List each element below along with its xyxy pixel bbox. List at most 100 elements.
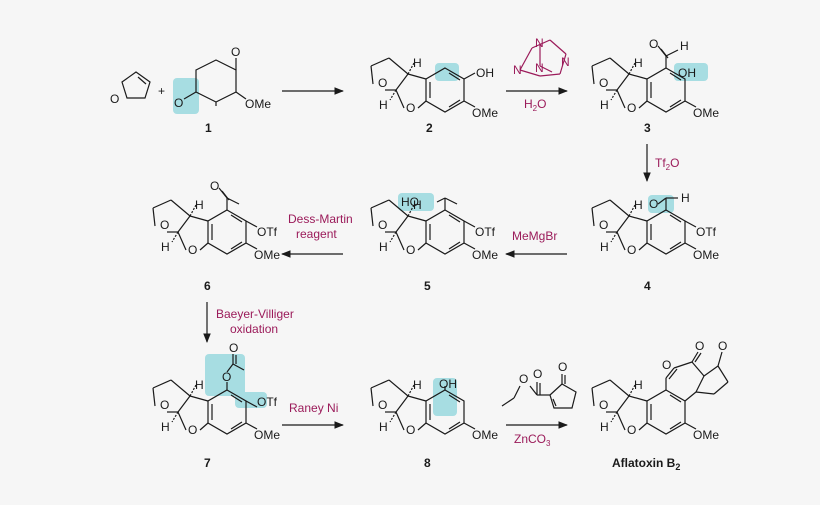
atom-h: H [600,420,609,434]
atom-o: O [378,398,387,412]
atom-oh: OH [439,377,457,391]
atom-o: O [378,76,387,90]
atom-oh: OH [678,66,696,80]
atom-o: O [599,398,608,412]
atom-ome: OMe [472,428,498,442]
reagent-znco3: ZnCO3 [514,432,551,448]
reagent-tf2o: Tf2O [655,156,679,172]
atom-n: N [513,63,522,77]
atom-h: H [680,39,689,53]
atom-o: O [188,243,197,257]
atom-o: O [222,370,231,384]
atom-ome: OMe [472,248,498,262]
atom-o: O [649,37,658,51]
atom-n: N [535,36,544,50]
atom-n: N [561,55,570,69]
compound-2-structure: OH OMe O O H H [370,56,498,120]
atom-h: H [634,378,643,392]
compound-7-structure: O O OTf OMe O O H H [152,341,280,442]
reagent-dess-martin-2: reagent [296,227,337,241]
atom-ome: OMe [693,106,719,120]
atom-o: O [558,360,567,374]
atom-h: H [195,378,204,392]
compound-5-label: 5 [424,279,431,293]
compound-1-structure: O O OMe [173,45,271,114]
atom-o: O [627,243,636,257]
atom-o: O [599,76,608,90]
hexamine-structure: N N N N [513,36,570,77]
compound-1-label: 1 [205,121,212,135]
atom-o: O [627,423,636,437]
compound-6-label: 6 [204,279,211,293]
atom-h: H [379,98,388,112]
aflatoxin-b2-label: Aflatoxin B2 [612,456,680,472]
atom-ome: OMe [254,428,280,442]
highlight [674,63,708,81]
compound-8-structure: OH OMe O O H H [370,377,498,442]
atom-h: H [413,378,422,392]
atom-h: H [161,240,170,254]
atom-otf: OTf [696,225,717,239]
compound-6-structure: O OTf OMe O O H H [152,179,280,262]
compound-4-structure: O H OTf OMe O O H H [591,191,719,262]
atom-ho: HO [401,195,419,209]
dihydrofuran-structure: O [110,71,151,106]
compound-7-label: 7 [204,456,211,470]
highlight [173,78,199,114]
atom-o: O [406,243,415,257]
atom-h: H [161,420,170,434]
atom-h: H [600,240,609,254]
atom-o: O [188,423,197,437]
compound-8-label: 8 [424,456,431,470]
atom-h: H [634,56,643,70]
highlight [235,392,267,408]
atom-o: O [160,398,169,412]
atom-o: O [718,339,727,353]
highlight [435,63,459,81]
reagent-memgbr: MeMgBr [512,229,557,243]
atom-otf: OTf [257,225,278,239]
atom-o: O [662,358,671,372]
compound-2-label: 2 [426,121,433,135]
atom-o: O [649,197,658,211]
reagent-water: H2O [524,97,546,113]
atom-h: H [634,198,643,212]
reagent-baeyer-villiger: Baeyer-Villiger [216,307,294,321]
atom-h: H [379,240,388,254]
atom-h: H [413,198,422,212]
atom-o: O [406,423,415,437]
atom-o: O [160,218,169,232]
atom-oh: OH [476,66,494,80]
atom-otf: OTf [475,225,496,239]
atom-o: O [599,218,608,232]
plus-sign: + [158,84,165,98]
atom-ome: OMe [254,248,280,262]
highlight [648,195,674,213]
atom-o: O [378,218,387,232]
atom-h: H [600,98,609,112]
reagent-raney-ni: Raney Ni [289,401,338,415]
atom-ome: OMe [245,97,271,111]
compound-3-structure: O H OH OMe O O H H [591,37,719,120]
reagent-baeyer-villiger-2: oxidation [230,322,278,336]
atom-n: N [535,61,544,75]
atom-h: H [379,420,388,434]
atom-otf: OTf [257,395,278,409]
compound-3-label: 3 [644,121,651,135]
aflatoxin-b2-structure: O O O OMe O O H H [591,339,729,442]
cyclopentenone-ester-structure: O O O [501,360,577,409]
atom-h: H [195,198,204,212]
atom-o: O [110,92,119,106]
atom-o: O [533,367,542,381]
atom-o: O [627,101,636,115]
atom-o: O [519,372,528,386]
compound-4-label: 4 [644,279,651,293]
atom-o: O [229,341,238,355]
atom-o: O [406,101,415,115]
compound-5-structure: HO OTf OMe O O H H [370,193,498,262]
atom-o: O [174,96,183,110]
atom-h: H [681,191,690,205]
highlight [398,193,434,211]
atom-o: O [231,45,240,59]
